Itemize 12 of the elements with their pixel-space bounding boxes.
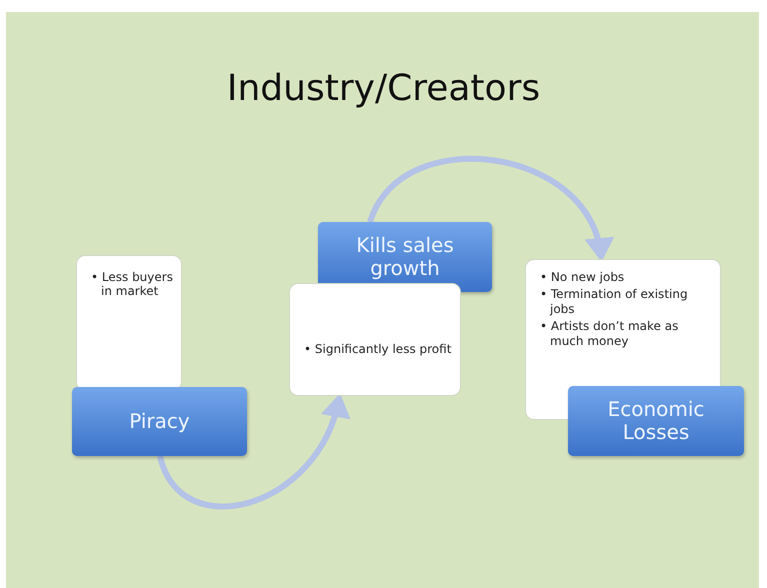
curved-arrow <box>157 393 349 510</box>
text-card <box>289 283 461 396</box>
bullet-item: • Less buyers in market <box>91 270 173 299</box>
bullet-item: • Significantly less profit <box>304 342 452 356</box>
curved-arrow <box>367 156 612 262</box>
step-label-box: Kills sales growth <box>318 222 492 292</box>
bullet-item: • No new jobs <box>540 270 626 284</box>
step-label-box: Piracy <box>72 387 247 456</box>
step-label-box: Economic Losses <box>568 386 744 456</box>
slide-title: Industry/Creators <box>226 68 542 109</box>
bullet-item: • Termination of existing jobs <box>540 287 689 316</box>
bullet-item: • Artists don’t make as much money <box>540 319 680 348</box>
